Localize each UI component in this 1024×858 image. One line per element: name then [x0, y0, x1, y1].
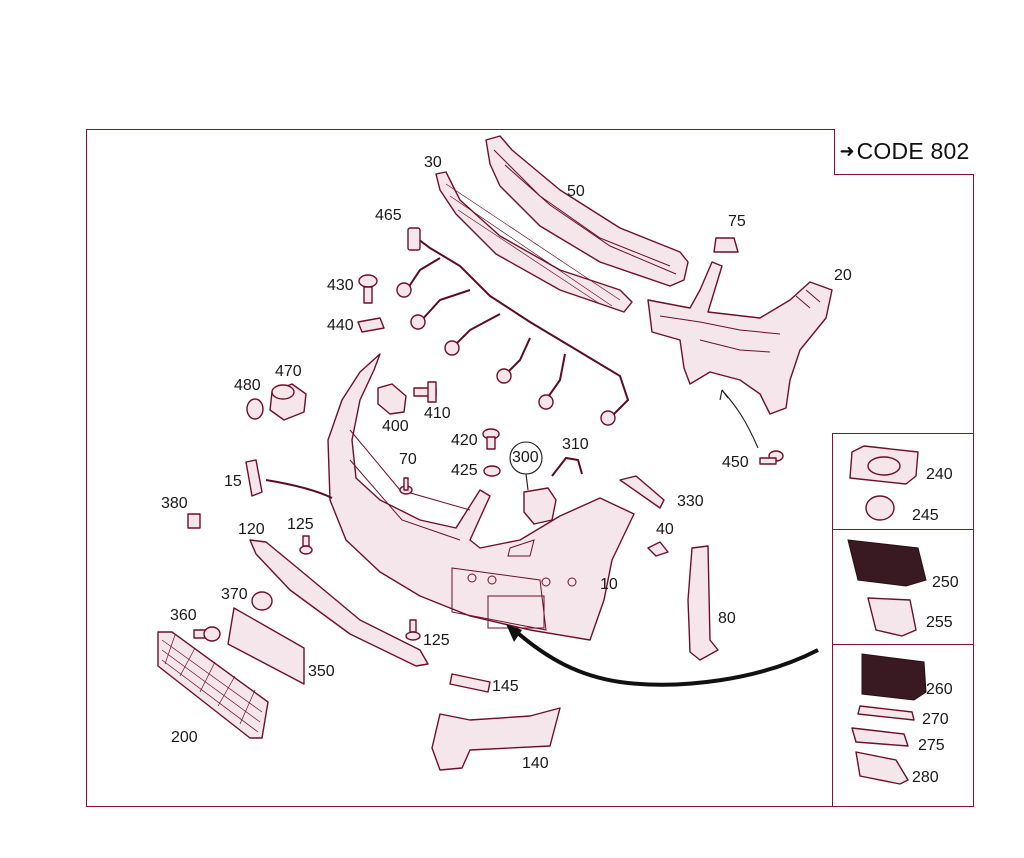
label-450: 450: [722, 454, 749, 471]
label-120: 120: [238, 521, 265, 538]
label-440: 440: [327, 317, 354, 334]
label-310: 310: [562, 436, 589, 453]
part-245-ring: [865, 495, 895, 521]
part-250-grille: [847, 539, 927, 587]
part-450-screw: [759, 450, 784, 465]
part-465-harness: [396, 227, 630, 426]
part-425-washer: [483, 465, 501, 477]
label-425: 425: [451, 462, 478, 479]
label-465: 465: [375, 207, 402, 224]
label-245: 245: [912, 507, 939, 524]
part-70-screw: [399, 477, 413, 495]
diagram-frame: [86, 129, 974, 807]
part-255-frame: [867, 597, 917, 637]
code-box: ➜ CODE 802: [834, 129, 974, 175]
part-240-fog-bezel: [849, 445, 919, 485]
part-125-clip: [405, 619, 421, 641]
label-125: 125: [287, 516, 314, 533]
label-15: 15: [224, 473, 242, 490]
part-125-clip: [299, 535, 313, 555]
part-400-holder: [377, 383, 407, 415]
label-400: 400: [382, 418, 409, 435]
part-30-mesh-strip: [435, 171, 633, 313]
part-40-clip: [647, 541, 669, 557]
label-20: 20: [834, 267, 852, 284]
label-330: 330: [677, 493, 704, 510]
label-140: 140: [522, 755, 549, 772]
label-70: 70: [399, 451, 417, 468]
label-30: 30: [424, 154, 442, 171]
part-380-nut: [187, 513, 201, 529]
label-410: 410: [424, 405, 451, 422]
label-360: 360: [170, 607, 197, 624]
part-470-sensor: [269, 383, 307, 421]
label-50: 50: [567, 183, 585, 200]
label-430: 430: [327, 277, 354, 294]
part-410-bolt: [413, 381, 437, 403]
label-300: 300: [512, 449, 539, 466]
part-260-grille: [861, 653, 927, 701]
side-panel-divider: [832, 644, 974, 645]
part-280-frame: [855, 751, 909, 785]
part-10-bumper-cover: [327, 353, 635, 641]
part-140-panel: [431, 707, 561, 771]
part-270-strip: [857, 705, 915, 721]
part-330-trim: [619, 475, 665, 509]
label-280: 280: [912, 769, 939, 786]
label-80: 80: [718, 610, 736, 627]
label-380: 380: [161, 495, 188, 512]
label-250: 250: [932, 574, 959, 591]
label-420: 420: [451, 432, 478, 449]
label-350: 350: [308, 663, 335, 680]
part-275-strip: [851, 727, 909, 747]
label-470: 470: [275, 363, 302, 380]
label-240: 240: [926, 466, 953, 483]
label-75: 75: [728, 213, 746, 230]
label-200: 200: [171, 729, 198, 746]
part-145-insert: [449, 673, 491, 693]
part-300-camera: [523, 487, 557, 525]
part-440-clip: [357, 317, 385, 333]
label-10: 10: [600, 576, 618, 593]
part-50-absorber: [485, 135, 689, 287]
label-40: 40: [656, 521, 674, 538]
part-360-bolt: [193, 626, 221, 642]
part-75-clip: [713, 237, 739, 253]
part-350-plate-mount: [227, 607, 305, 685]
label-125: 125: [423, 632, 450, 649]
part-370-grommet: [251, 591, 273, 611]
part-480-ring: [246, 398, 264, 420]
part-20-bracket: [647, 261, 833, 415]
side-panel-divider: [832, 529, 974, 530]
label-270: 270: [922, 711, 949, 728]
variant-side-panel: [832, 433, 974, 807]
label-370: 370: [221, 586, 248, 603]
label-480: 480: [234, 377, 261, 394]
part-15-bracket: [245, 459, 263, 497]
part-200-grille: [157, 631, 269, 739]
part-430-bolt: [358, 274, 378, 304]
part-120-strip: [249, 539, 429, 667]
part-420-bolt: [482, 428, 500, 450]
part-310-cable: [551, 456, 583, 477]
pointer-arrow: [510, 626, 819, 687]
label-255: 255: [926, 614, 953, 631]
code-label: CODE 802: [856, 138, 970, 164]
arrow-icon: ➜: [839, 141, 855, 161]
part-80-bracket: [687, 545, 719, 661]
label-260: 260: [926, 681, 953, 698]
label-145: 145: [492, 678, 519, 695]
label-275: 275: [918, 737, 945, 754]
